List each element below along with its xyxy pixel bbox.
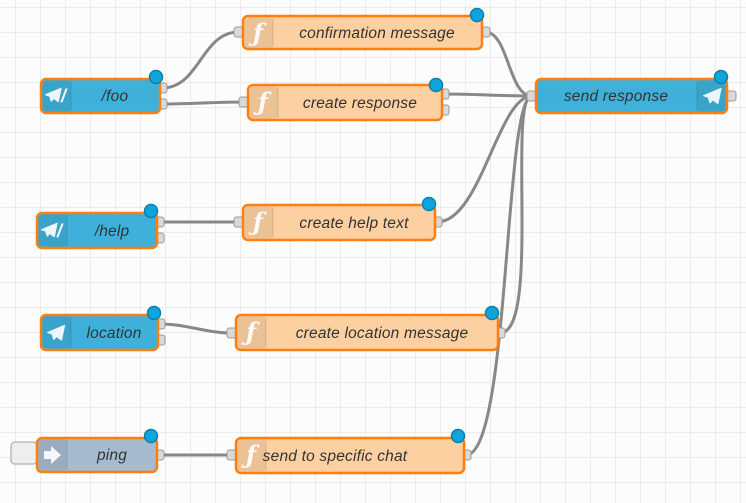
- node-body: [234, 313, 500, 352]
- changed-badge: [143, 428, 159, 444]
- wire-layer: [157, 30, 534, 457]
- wire-create-response-to-send-response[interactable]: [442, 92, 534, 98]
- node-body: [39, 313, 160, 352]
- icon-shade: [237, 316, 266, 349]
- telegram-plane-slash-icon: /: [44, 86, 68, 106]
- node-label: create response: [303, 95, 417, 112]
- wire-confirmation-message-to-send-response[interactable]: [483, 30, 534, 98]
- node-help[interactable]: / /help: [35, 203, 165, 250]
- changed-badge: [146, 305, 162, 321]
- wire-create-location-message-to-send-response[interactable]: [498, 94, 534, 335]
- changed-badge: [484, 305, 500, 321]
- node-body: [534, 77, 729, 115]
- node-label: ping: [96, 447, 127, 464]
- node-body: [246, 83, 444, 122]
- node-create-help-text[interactable]: ƒ create help text: [233, 196, 443, 242]
- node-label: send response: [564, 88, 668, 105]
- wire-send-to-specific-chat-to-send-response[interactable]: [464, 94, 534, 457]
- function-icon: ƒ: [241, 440, 260, 469]
- wire-foo-to-create-response[interactable]: [160, 100, 246, 106]
- icon-shade: [249, 86, 278, 119]
- node-body: [241, 14, 484, 51]
- node-create-location-message[interactable]: ƒ create location message: [226, 305, 506, 352]
- changed-badge: [421, 196, 437, 212]
- icon-shade: [237, 439, 266, 472]
- node-ping[interactable]: ping: [10, 428, 165, 474]
- wire-location-to-create-location-message[interactable]: [158, 322, 234, 335]
- inject-button[interactable]: [10, 441, 38, 465]
- icon-shade: [244, 17, 273, 48]
- node-label: /foo: [101, 88, 129, 105]
- node-label: location: [86, 325, 141, 342]
- node-location[interactable]: location: [39, 305, 166, 352]
- node-body: [39, 77, 162, 115]
- node-label: send to specific chat: [263, 448, 408, 465]
- svg-text:/: /: [60, 86, 68, 106]
- changed-badge: [450, 428, 466, 444]
- node-send-response[interactable]: send response: [526, 69, 737, 115]
- icon-shade: [244, 206, 273, 239]
- function-icon: ƒ: [248, 18, 267, 47]
- wire-create-help-text-to-send-response[interactable]: [435, 94, 534, 224]
- svg-text:/: /: [56, 221, 64, 241]
- node-foo[interactable]: / /foo: [39, 69, 168, 115]
- node-label: confirmation message: [299, 25, 455, 42]
- node-body: [35, 436, 159, 474]
- node-label: /help: [94, 223, 130, 240]
- changed-badge: [148, 69, 164, 85]
- changed-badge: [428, 77, 444, 93]
- node-body: [234, 436, 466, 475]
- changed-badge: [469, 7, 485, 23]
- wire-foo-to-confirmation-message[interactable]: [160, 30, 241, 90]
- node-label: create location message: [296, 325, 469, 342]
- node-create-response[interactable]: ƒ create response: [238, 77, 450, 122]
- node-confirmation-message[interactable]: ƒ confirmation message: [233, 7, 491, 51]
- node-body: [241, 203, 437, 242]
- node-send-to-specific-chat[interactable]: ƒ send to specific chat: [226, 428, 472, 475]
- telegram-plane-slash-icon: /: [40, 221, 64, 241]
- node-label: create help text: [299, 215, 409, 232]
- inject-arrow-icon: [44, 446, 61, 464]
- changed-badge: [713, 69, 729, 85]
- function-icon: ƒ: [248, 207, 267, 236]
- function-icon: ƒ: [253, 87, 272, 116]
- function-icon: ƒ: [241, 317, 260, 346]
- node-body: [35, 211, 159, 250]
- changed-badge: [143, 203, 159, 219]
